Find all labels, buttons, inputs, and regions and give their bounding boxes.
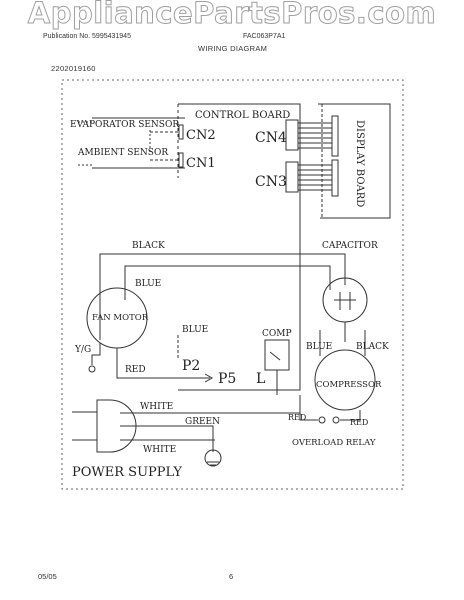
comp-label: COMP xyxy=(262,329,292,339)
capacitor-label: CAPACITOR xyxy=(322,241,378,251)
white-wire-top-label: WHITE xyxy=(140,402,173,412)
cn4-harness xyxy=(285,119,332,151)
control-board-label: CONTROL BOARD xyxy=(195,110,290,121)
black-wire-top-label: BLACK xyxy=(132,241,165,251)
cn2-label: CN2 xyxy=(186,128,216,143)
footer-page-number: 6 xyxy=(229,572,234,581)
cn4-label: CN4 xyxy=(255,130,287,146)
watermark-logo: AppliancePartsPros.com xyxy=(27,0,437,31)
blue-wire-right-label: BLUE xyxy=(306,342,332,352)
red-wire-overload-left-label: RED xyxy=(288,413,306,422)
publication-number: Publication No. 5995431945 xyxy=(43,33,131,40)
cn1-connector xyxy=(178,152,184,168)
black-wire-top xyxy=(99,253,346,340)
overload-relay-contact-right xyxy=(332,416,340,424)
cn3-label: CN3 xyxy=(255,174,287,190)
red-wire-overload-right-label: RED xyxy=(350,418,368,427)
overload-relay-contact-left xyxy=(318,416,326,424)
compressor-symbol xyxy=(314,349,376,411)
display-connector-top xyxy=(331,115,339,157)
red-wire-fan xyxy=(116,348,210,379)
fan-motor-label: FAN MOTOR xyxy=(92,313,149,323)
white-wire-bottom-label: WHITE xyxy=(143,445,176,455)
display-board-outline xyxy=(318,103,391,219)
display-board-label: DISPLAY BOARD xyxy=(354,120,365,207)
diagram-frame xyxy=(61,79,404,490)
l-terminal-label: L xyxy=(256,371,265,387)
power-supply-label: POWER SUPPLY xyxy=(72,465,182,480)
ground-terminal xyxy=(88,365,96,373)
green-wire xyxy=(120,425,214,452)
cn2-connector xyxy=(178,124,184,140)
power-ground-symbol xyxy=(204,449,222,467)
p2-label: P2 xyxy=(182,358,200,374)
cn1-label: CN1 xyxy=(186,156,216,171)
green-wire-label: GREEN xyxy=(185,417,220,427)
power-plug-body xyxy=(96,399,137,453)
evaporator-sensor-label: EVAPORATOR SENSOR xyxy=(70,120,179,130)
blue-wire-top-label: BLUE xyxy=(135,279,161,289)
model-number: FAC063P7A1 xyxy=(243,33,286,40)
part-number: 2202019160 xyxy=(51,64,96,73)
comp-relay-outline xyxy=(264,339,290,371)
red-wire-fan-label: RED xyxy=(125,365,146,375)
cn3-harness xyxy=(285,161,332,193)
red-wire-overload-right xyxy=(340,410,361,421)
white-wire-top xyxy=(120,395,301,414)
footer-date: 05/05 xyxy=(38,572,57,581)
overload-relay-label: OVERLOAD RELAY xyxy=(292,438,376,448)
p5-label: P5 xyxy=(218,371,236,387)
black-wire-right-label: BLACK xyxy=(356,342,389,352)
blue-wire-p2-label: BLUE xyxy=(182,325,208,335)
compressor-label: COMPRESSOR xyxy=(316,380,382,390)
control-board-outline xyxy=(178,103,301,391)
ambient-sensor-label: AMBIENT SENSOR xyxy=(77,148,168,158)
display-connector-bottom xyxy=(331,159,339,197)
yg-label: Y/G xyxy=(74,345,91,355)
blue-wire-top xyxy=(124,265,331,300)
ground-wire-fan xyxy=(91,343,101,365)
page-title: WIRING DIAGRAM xyxy=(198,44,268,53)
